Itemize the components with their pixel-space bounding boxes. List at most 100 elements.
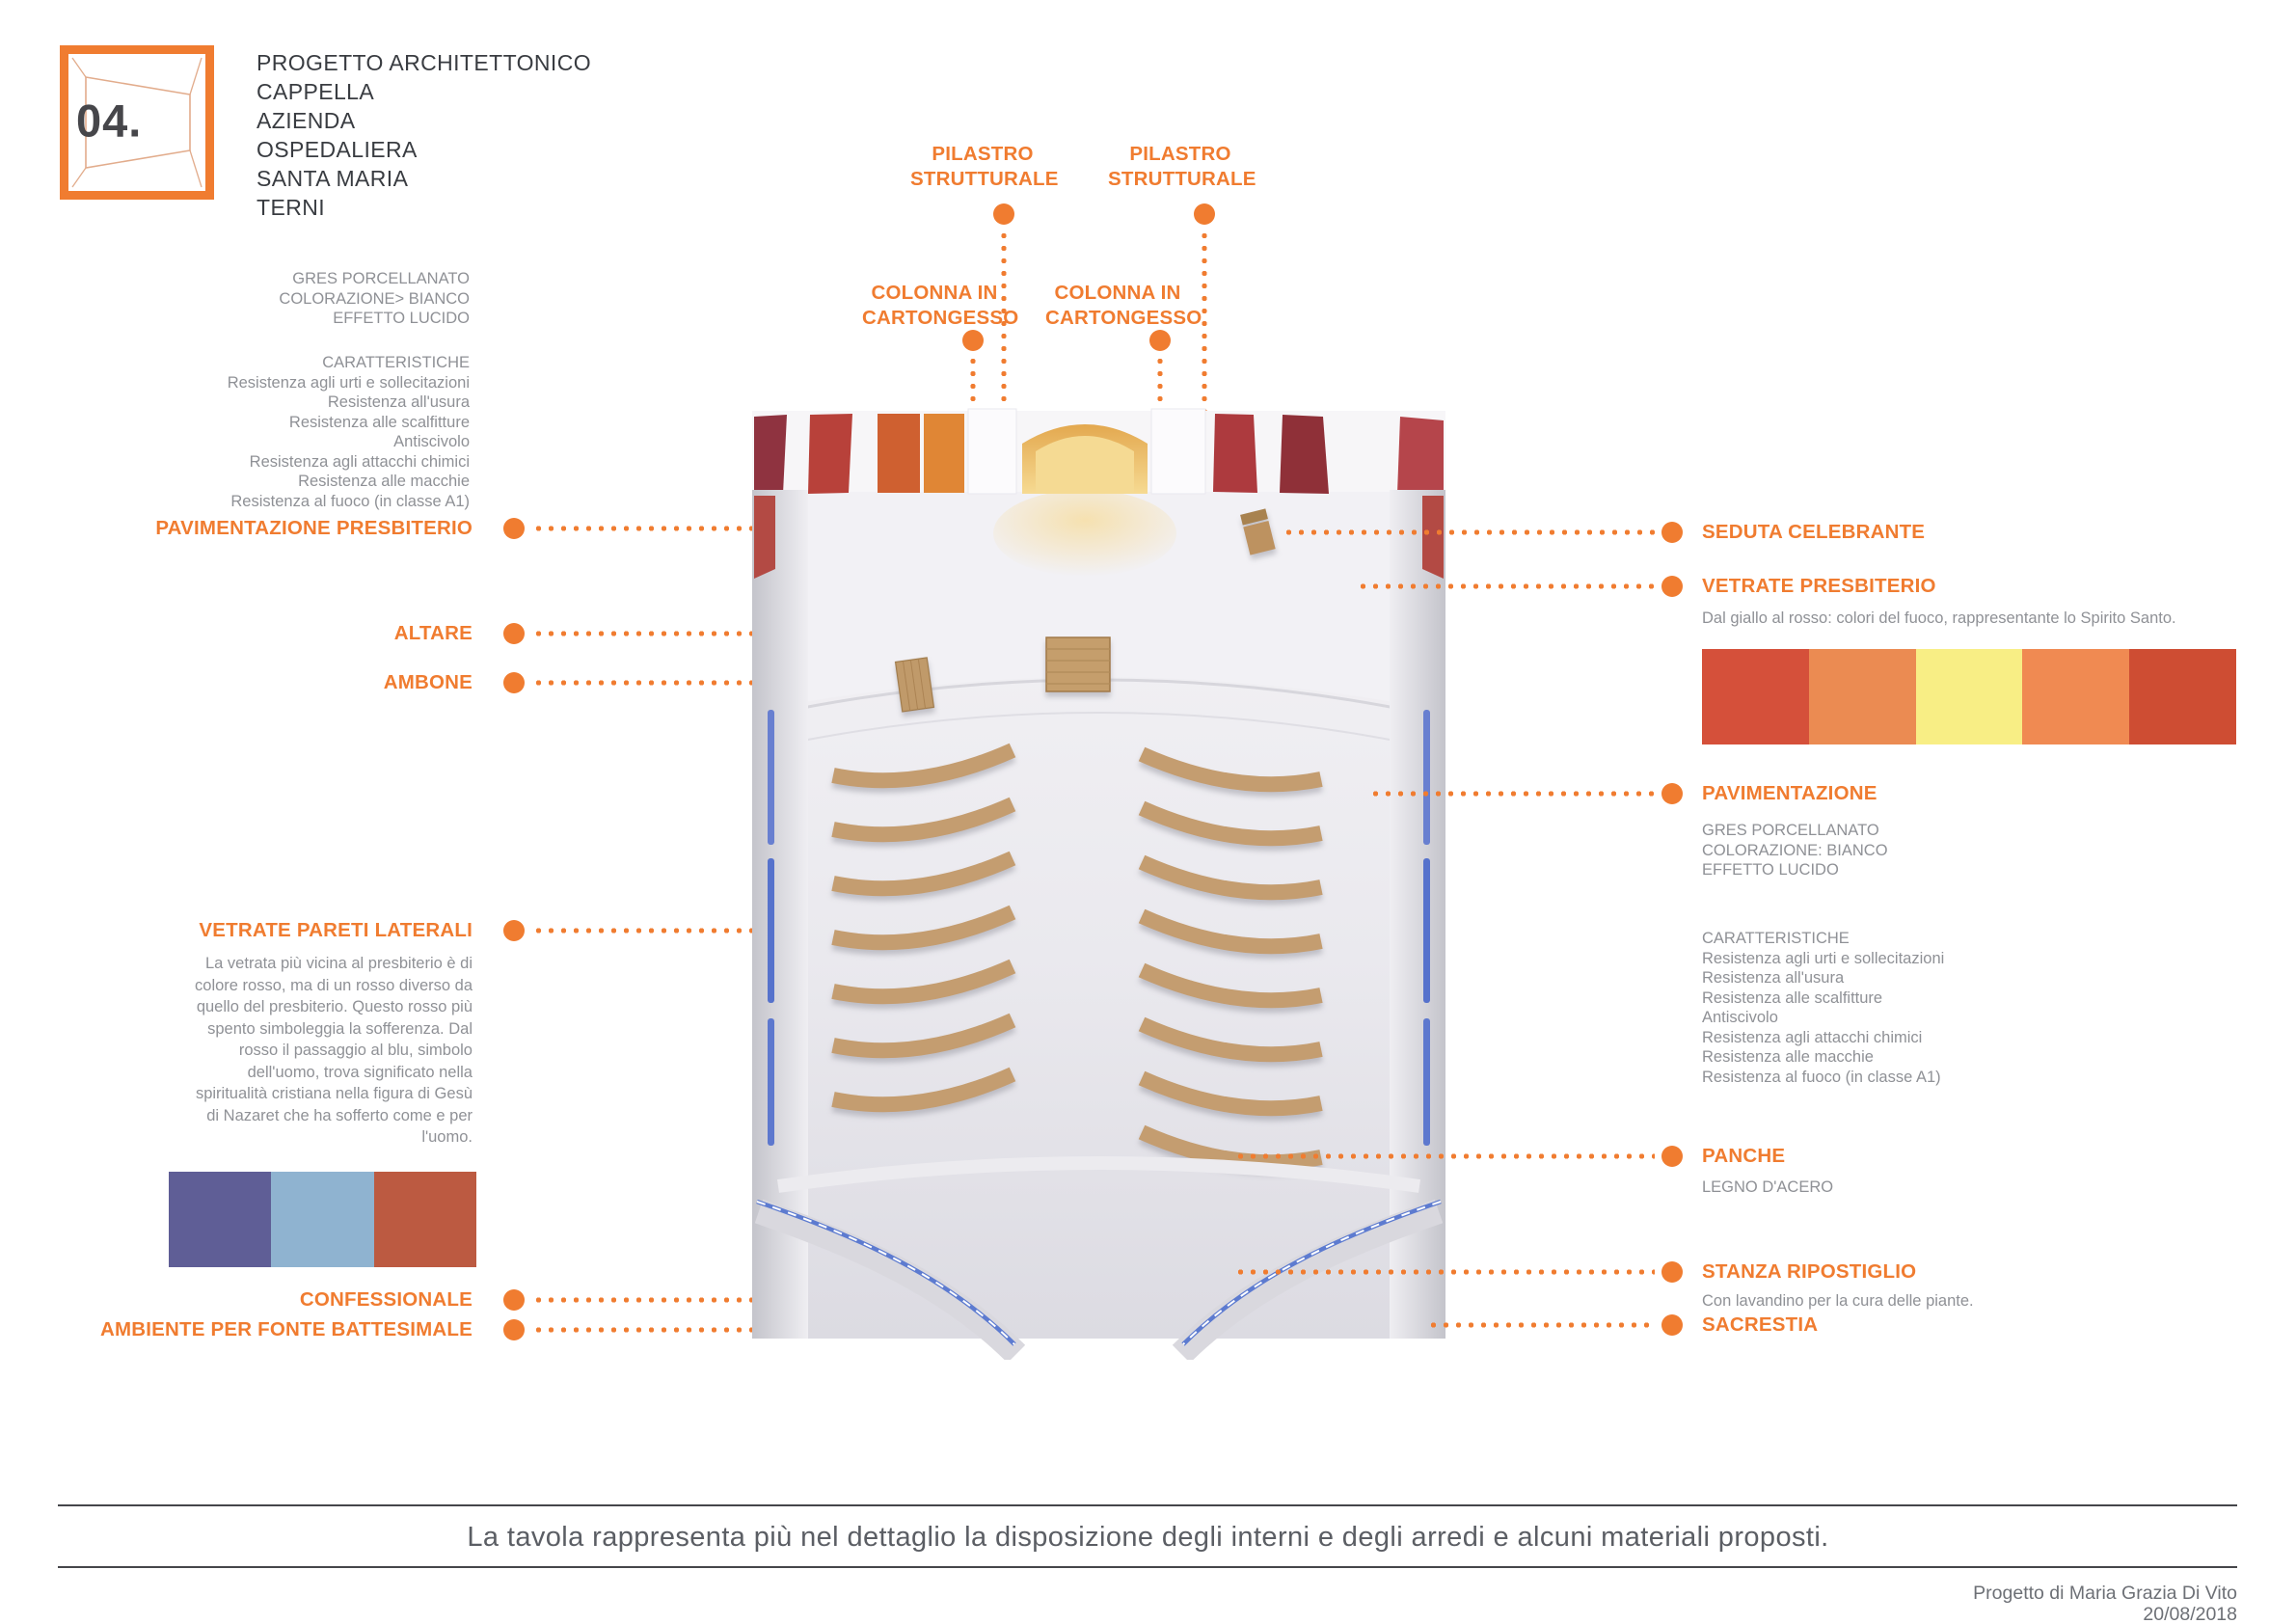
vetrate-laterali-paragraph: La vetrata più vicina al presbiterio è d…: [195, 955, 473, 1146]
stanza-ripostiglio-label: STANZA RIPOSTIGLIO: [1702, 1260, 1917, 1283]
structural-pillar-left: [967, 408, 1017, 495]
right-material-block: GRES PORCELLANATO COLORAZIONE: BIANCO EF…: [1702, 821, 2088, 880]
credit-name: Progetto di Maria Grazia Di Vito: [1973, 1583, 2237, 1604]
side-walls: [752, 490, 1445, 1339]
pavimentazione-presbiterio-label: PAVIMENTAZIONE PRESBITERIO: [155, 517, 473, 539]
ambone-label: AMBONE: [383, 671, 473, 693]
right-caratteristiche-block: CARATTERISTICHE Resistenza agli urti e s…: [1702, 929, 2088, 1087]
caratteristica-item: Resistenza all'usura: [1702, 969, 1845, 987]
leader-dot: [1661, 522, 1683, 543]
material-line: EFFETTO LUCIDO: [1702, 861, 1839, 879]
swatch-fire-red: [1702, 649, 1809, 744]
swatch-light-blue: [271, 1172, 374, 1267]
leader-dot: [503, 1289, 525, 1311]
leader-dotted: [1369, 791, 1655, 797]
title-line: TERNI: [257, 195, 325, 220]
credit-date: 20/08/2018: [2143, 1604, 2237, 1624]
leader-dotted-vertical: [1202, 230, 1207, 428]
leader-dot: [1661, 783, 1683, 804]
leader-dot: [1661, 1261, 1683, 1283]
entrance-left-wall: [754, 1199, 1026, 1360]
left-material-block: GRES PORCELLANATO COLORAZIONE> BIANCO EF…: [142, 269, 470, 329]
ambiente-fonte-battesimale-label: AMBIENTE PER FONTE BATTESIMALE: [99, 1318, 473, 1340]
structural-pillar-right: [1150, 408, 1206, 495]
leader-dotted: [532, 680, 906, 686]
leader-dot: [1194, 203, 1215, 225]
swatch-rust-red: [373, 1172, 476, 1267]
ambone: [894, 657, 935, 713]
panche-material: LEGNO D'ACERO: [1702, 1178, 1834, 1196]
caratteristiche-title: CARATTERISTICHE: [322, 354, 470, 371]
material-line: GRES PORCELLANATO: [1702, 822, 1879, 839]
leader-dot: [503, 1319, 525, 1340]
material-line: EFFETTO LUCIDO: [333, 310, 470, 327]
vetrate-presbiterio-paragraph: Dal giallo al rosso: colori del fuoco, r…: [1702, 609, 2176, 627]
leader-dotted-vertical: [1157, 355, 1163, 438]
title-line: SANTA MARIA: [257, 166, 409, 191]
swatch-fire-red-2: [2129, 649, 2236, 744]
logo-line-art: [71, 57, 203, 188]
caratteristica-item: Resistenza agli urti e sollecitazioni: [227, 373, 470, 392]
caratteristica-item: Antiscivolo: [393, 433, 470, 450]
leader-dotted: [1234, 1153, 1655, 1159]
leader-dot: [1661, 1146, 1683, 1167]
material-line: COLORAZIONE: BIANCO: [1702, 841, 1888, 859]
vetrate-presbiterio-label: VETRATE PRESBITERIO: [1702, 575, 1936, 597]
title-line: PROGETTO ARCHITETTONICO: [257, 50, 591, 75]
leader-dotted: [1283, 529, 1655, 535]
caratteristica-item: Resistenza alle macchie: [1702, 1048, 1874, 1066]
title-line: CAPPELLA: [257, 79, 375, 104]
rear-curved-step: [776, 1156, 1420, 1193]
confessionale-label: CONFESSIONALE: [299, 1288, 473, 1311]
leader-dotted-vertical: [970, 355, 976, 438]
pews-left: [831, 743, 1016, 1113]
caratteristica-item: Resistenza agli attacchi chimici: [249, 452, 470, 471]
project-title: PROGETTO ARCHITETTONICO CAPPELLA AZIENDA…: [257, 48, 591, 222]
material-line: GRES PORCELLANATO: [292, 270, 470, 287]
caratteristica-item: Resistenza alle macchie: [298, 473, 470, 490]
leader-dotted: [1357, 583, 1655, 589]
panche-label: PANCHE: [1702, 1145, 1786, 1167]
caratteristica-item: Resistenza agli attacchi chimici: [1702, 1028, 1923, 1046]
pilastro-strutturale-label-2: PILASTRO STRUTTURALE: [1108, 143, 1256, 190]
leader-dotted: [532, 928, 762, 934]
swatch-fire-orange-2: [2022, 649, 2130, 744]
caratteristica-item: Antiscivolo: [1702, 1009, 1778, 1026]
pilastro-strutturale-label-1: PILASTRO STRUTTURALE: [910, 143, 1059, 190]
leader-dot: [503, 672, 525, 693]
footer-rule-bottom: [58, 1566, 2237, 1568]
leader-dot: [1149, 330, 1171, 351]
presbytery-window-band: [752, 408, 1445, 577]
leader-dotted: [1427, 1322, 1655, 1328]
stanza-note: Con lavandino per la cura delle piante.: [1702, 1292, 1974, 1310]
logo-number: 04.: [76, 95, 143, 147]
caratteristica-item: Resistenza alle scalfitture: [1702, 988, 1883, 1007]
altare-label: ALTARE: [393, 622, 473, 644]
leader-dotted-vertical: [1001, 230, 1007, 424]
vetrate-pareti-laterali-label: VETRATE PARETI LATERALI: [199, 919, 473, 941]
leader-dot: [993, 203, 1014, 225]
title-line: OSPEDALIERA: [257, 137, 418, 162]
caratteristica-item: Resistenza all'usura: [327, 393, 470, 411]
seduta-celebrante: [1240, 508, 1276, 555]
leader-dotted: [532, 1297, 822, 1303]
caratteristica-item: Resistenza alle scalfitture: [288, 413, 470, 431]
caratteristica-item: Resistenza agli urti e sollecitazioni: [1702, 949, 1945, 967]
leader-dot: [962, 330, 984, 351]
footer-rule-top: [58, 1504, 2237, 1506]
altare: [1045, 636, 1111, 692]
chapel-render: [752, 408, 1445, 1360]
fire-color-swatches: [1702, 649, 2236, 744]
seduta-celebrante-label: SEDUTA CELEBRANTE: [1702, 521, 1926, 543]
swatch-fire-yellow: [1915, 649, 2023, 744]
leader-dotted: [1234, 1269, 1655, 1275]
title-line: AZIENDA: [257, 108, 356, 133]
credits: Progetto di Maria Grazia Di Vito 20/08/2…: [1973, 1583, 2237, 1624]
lateral-glass-swatches: [169, 1172, 476, 1267]
leader-dotted: [532, 526, 786, 531]
caratteristica-item: Resistenza al fuoco (in classe A1): [1702, 1068, 1941, 1086]
leader-dot: [503, 920, 525, 941]
swatch-blue-purple: [169, 1172, 272, 1267]
pews-right: [1138, 746, 1323, 1171]
